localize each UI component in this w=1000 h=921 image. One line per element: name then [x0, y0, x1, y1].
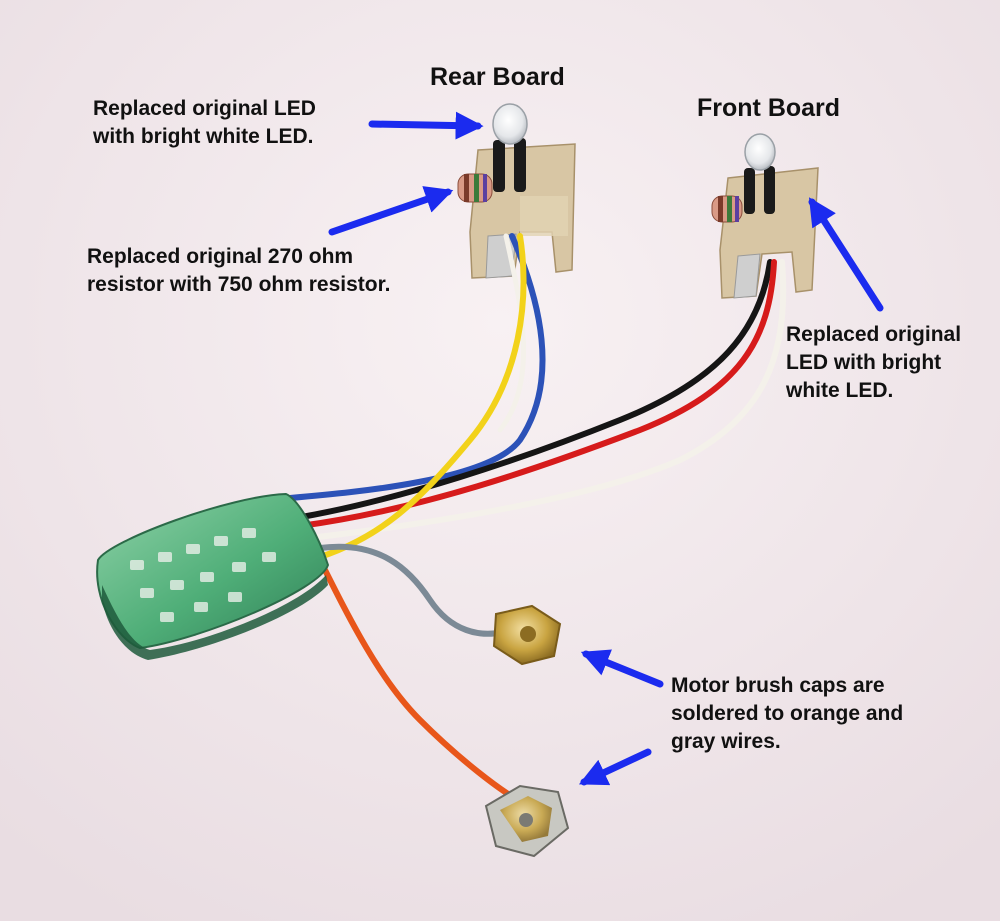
wire-white-front — [307, 259, 787, 541]
resistor-note: Replaced original 270 ohm resistor with … — [87, 243, 390, 299]
motor-brush-note-line: gray wires. — [671, 730, 781, 753]
decoder-edge — [102, 575, 328, 660]
wires — [287, 233, 787, 803]
arrow-upper-brush-cap — [580, 649, 664, 688]
decoder-components — [130, 528, 276, 622]
front-led-leg-right — [764, 166, 775, 214]
arrow-lower-brush-cap — [578, 748, 652, 786]
front-board-bracket — [733, 253, 761, 299]
resistor-note-line: Replaced original 270 ohm — [87, 245, 354, 268]
front-led-note-line: Replaced original — [786, 323, 962, 346]
rear-led-note-line: Replaced original LED — [93, 97, 316, 120]
rear-led-leg-right — [514, 138, 526, 192]
front-led-note-line: white LED. — [786, 379, 894, 402]
wire-gray — [317, 543, 513, 637]
rear-resistor — [457, 173, 493, 203]
front-board-title: Front Board — [697, 94, 841, 122]
motor-brush-note-line: Motor brush caps are — [671, 674, 885, 697]
front-board — [711, 133, 819, 299]
resistor-note-line: resistor with 750 ohm resistor. — [87, 273, 391, 296]
front-led — [744, 133, 776, 171]
rear-led-leg-left — [493, 140, 505, 192]
front-led-note-line: LED with bright — [786, 351, 942, 374]
rear-led-note-line: with bright white LED. — [93, 125, 314, 148]
rear-led — [492, 103, 528, 145]
wire-black — [293, 259, 773, 521]
wire-yellow — [307, 233, 527, 563]
decoder-board — [96, 492, 330, 660]
wire-blue — [287, 233, 546, 501]
front-resistor — [711, 195, 743, 223]
rear-board-pads — [520, 196, 568, 236]
motor-brush-note-line: soldered to orange and — [671, 702, 904, 725]
front-led-leg-left — [744, 168, 755, 214]
motor-brush-note: Motor brush caps are soldered to orange … — [671, 672, 903, 756]
arrow-rear-resistor — [328, 186, 454, 236]
annotation-arrows — [328, 111, 884, 786]
front-led-note: Replaced original LED with bright white … — [786, 321, 961, 405]
wire-orange — [317, 557, 521, 803]
rear-board — [457, 103, 576, 279]
arrow-front-led — [808, 197, 884, 312]
rear-led-note: Replaced original LED with bright white … — [93, 95, 316, 151]
arrow-rear-led — [368, 111, 484, 140]
rear-board-title: Rear Board — [430, 63, 565, 91]
motor-brush-cap-lower — [484, 784, 570, 858]
wire-white-rear — [497, 233, 527, 433]
motor-brush-cap-upper — [492, 604, 562, 666]
